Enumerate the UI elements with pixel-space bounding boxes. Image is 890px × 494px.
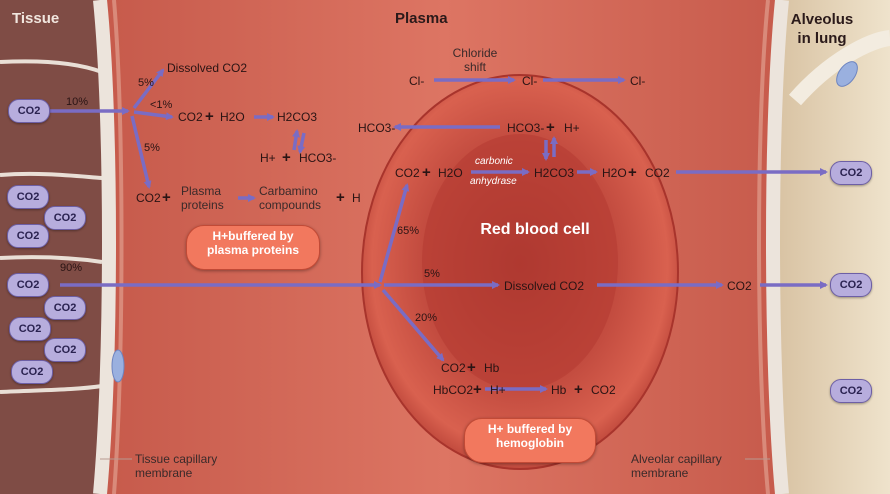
anhydrase-label: anhydrase (470, 176, 517, 187)
rbc-h2co3: H2CO3 (534, 166, 575, 180)
plus-sign: + (205, 108, 214, 125)
rbc-hco3: HCO3- (507, 121, 545, 135)
co2-badge: CO2 (11, 360, 53, 384)
rbc-hb-right: Hb (551, 383, 567, 397)
alveolar-nucleus (836, 61, 858, 87)
co2-badge: CO2 (830, 161, 872, 185)
alveolar-capillary-wall (766, 0, 789, 494)
percent-rbc-carbonic: 65% (397, 225, 420, 237)
co2-badge: CO2 (7, 185, 49, 209)
plus-sign: + (336, 189, 345, 206)
rbc-h-plus: H+ (564, 121, 580, 135)
rbc-co2-hb-right: CO2 (591, 383, 616, 397)
tissue-membrane-label: Tissue capillary membrane (135, 452, 217, 480)
percent-carbonic: <1% (150, 99, 173, 111)
alveolar-membrane-line2: membrane (631, 466, 689, 480)
plasma-co2-protein: CO2 (136, 191, 161, 205)
plus-sign: + (282, 149, 291, 166)
percent-tissue-to-plasma: 10% (66, 96, 89, 108)
co2-badge: CO2 (830, 273, 872, 297)
red-blood-cell-center (422, 134, 618, 390)
tissue-capillary-wall (93, 0, 116, 494)
alveolar-capillary-inner (757, 0, 770, 494)
alveolar-membrane-line1: Alveolar capillary (631, 452, 722, 466)
chloride-shift-label: Chloride shift (452, 46, 498, 74)
percent-dissolved: 5% (138, 77, 154, 89)
rbc-dissolved-co2: Dissolved CO2 (504, 279, 585, 293)
reaction-arrows (48, 68, 828, 393)
plasma-hco3: HCO3- (299, 151, 337, 165)
plasma-protein-buffer-badge: H+buffered by plasma proteins (186, 225, 320, 270)
plasma-proteins-label: Plasma proteins (181, 184, 224, 212)
percent-carbamino: 5% (144, 142, 160, 154)
co2-badge: CO2 (44, 296, 86, 320)
carbonic-label: carbonic (475, 156, 513, 167)
tissue-capillary-inner (112, 0, 124, 494)
hb-buffer-line1: H+ buffered by (487, 422, 573, 436)
rbc-hbco2: HbCO2 (433, 383, 474, 397)
red-blood-cell-label: Red blood cell (480, 221, 590, 238)
co2-badge: CO2 (9, 317, 51, 341)
plasma-h2co3: H2CO3 (277, 110, 318, 124)
rbc-h2o: H2O (438, 166, 463, 180)
hemoglobin-buffer-badge: H+ buffered by hemoglobin (464, 418, 596, 463)
rbc-hb: Hb (484, 361, 500, 375)
rbc-hco3-out: HCO3- (358, 121, 396, 135)
co2-badge: CO2 (44, 206, 86, 230)
co2-badge: CO2 (8, 99, 50, 123)
plasma-co2: CO2 (178, 110, 203, 124)
tissue-cell-borders (0, 59, 103, 394)
tissue-membrane-line1: Tissue capillary (135, 452, 218, 466)
rbc-h-plus-hb: H+ (490, 383, 506, 397)
rbc-co2-hb: CO2 (441, 361, 466, 375)
carbamino-compounds-label: Carbamino compounds (259, 184, 322, 212)
cl-rbc: Cl- (522, 74, 538, 88)
percent-rbc-dissolved: 5% (424, 268, 440, 280)
plasma-dissolved-co2: Dissolved CO2 (167, 61, 248, 75)
cl-plasma: Cl- (409, 74, 425, 88)
tissue-endothelial-nucleus (111, 349, 125, 383)
co2-badge: CO2 (7, 273, 49, 297)
percent-rbc-hb: 20% (415, 312, 438, 324)
plus-sign: + (628, 164, 637, 181)
plasma-buffer-line1: H+buffered by (212, 229, 294, 243)
alveolus-region (775, 0, 890, 494)
plasma-h2o: H2O (220, 110, 245, 124)
co2-badge: CO2 (830, 379, 872, 403)
alveolus-header: Alveolus in lung (790, 11, 854, 47)
rbc-h2o-right: H2O (602, 166, 627, 180)
alveolar-membrane-label: Alveolar capillary membrane (631, 452, 722, 480)
tissue-header: Tissue (12, 10, 60, 27)
plus-sign: + (422, 164, 431, 181)
cl-right: Cl- (630, 74, 646, 88)
plus-sign: + (162, 189, 171, 206)
plus-sign: + (574, 381, 583, 398)
plus-sign: + (473, 381, 482, 398)
co2-badge: CO2 (7, 224, 49, 248)
plasma-h-plus: H+ (260, 151, 276, 165)
hb-buffer-line2: hemoglobin (496, 436, 564, 450)
co2-badge: CO2 (44, 338, 86, 362)
plasma-buffer-line2: plasma proteins (206, 243, 300, 257)
rbc-co2: CO2 (395, 166, 420, 180)
plus-sign: + (467, 359, 476, 376)
plasma-header: Plasma (395, 10, 448, 27)
plus-sign: + (546, 119, 555, 136)
rbc-co2-out: CO2 (727, 279, 752, 293)
alveolar-wall-curve (788, 30, 890, 106)
plasma-h-end: H (352, 191, 361, 205)
tissue-membrane-line2: membrane (135, 466, 193, 480)
percent-to-rbc: 90% (60, 262, 83, 274)
rbc-co2-right: CO2 (645, 166, 670, 180)
